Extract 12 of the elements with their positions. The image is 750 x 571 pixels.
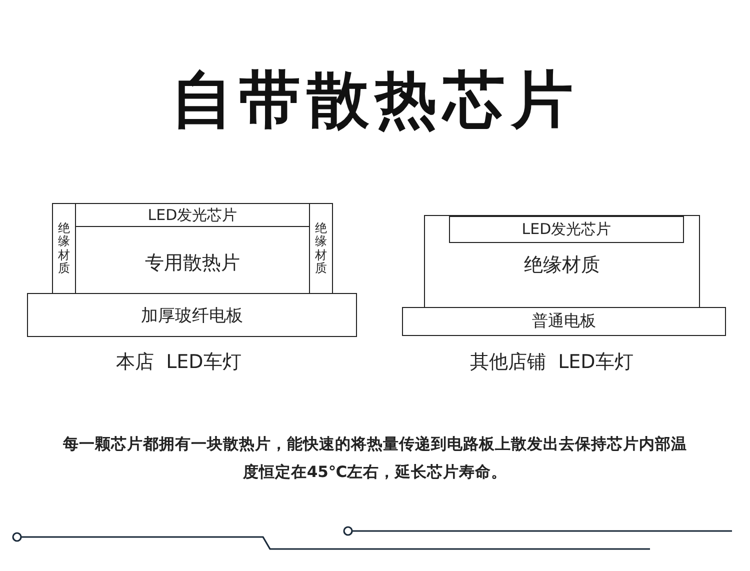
layer-label: 绝缘材质 bbox=[315, 222, 327, 275]
layer-box bbox=[449, 216, 684, 243]
product-label: 本店 LED车灯 bbox=[116, 350, 242, 375]
title: 自带散热芯片 bbox=[170, 62, 580, 138]
layer-box bbox=[27, 293, 357, 337]
product-label: 其他店铺 LED车灯 bbox=[470, 350, 634, 375]
layer-box bbox=[424, 215, 700, 308]
layer-box bbox=[52, 203, 76, 294]
caption: 每一颗芯片都拥有一块散热片，能快速的将热量传递到电路板上散发出去保持芯片内部温度恒定在45℃左右，延长芯片寿命。 bbox=[62, 434, 688, 483]
layer-box bbox=[402, 307, 726, 336]
layer-label: 绝缘材质 bbox=[58, 222, 70, 275]
layer-box bbox=[309, 203, 333, 294]
